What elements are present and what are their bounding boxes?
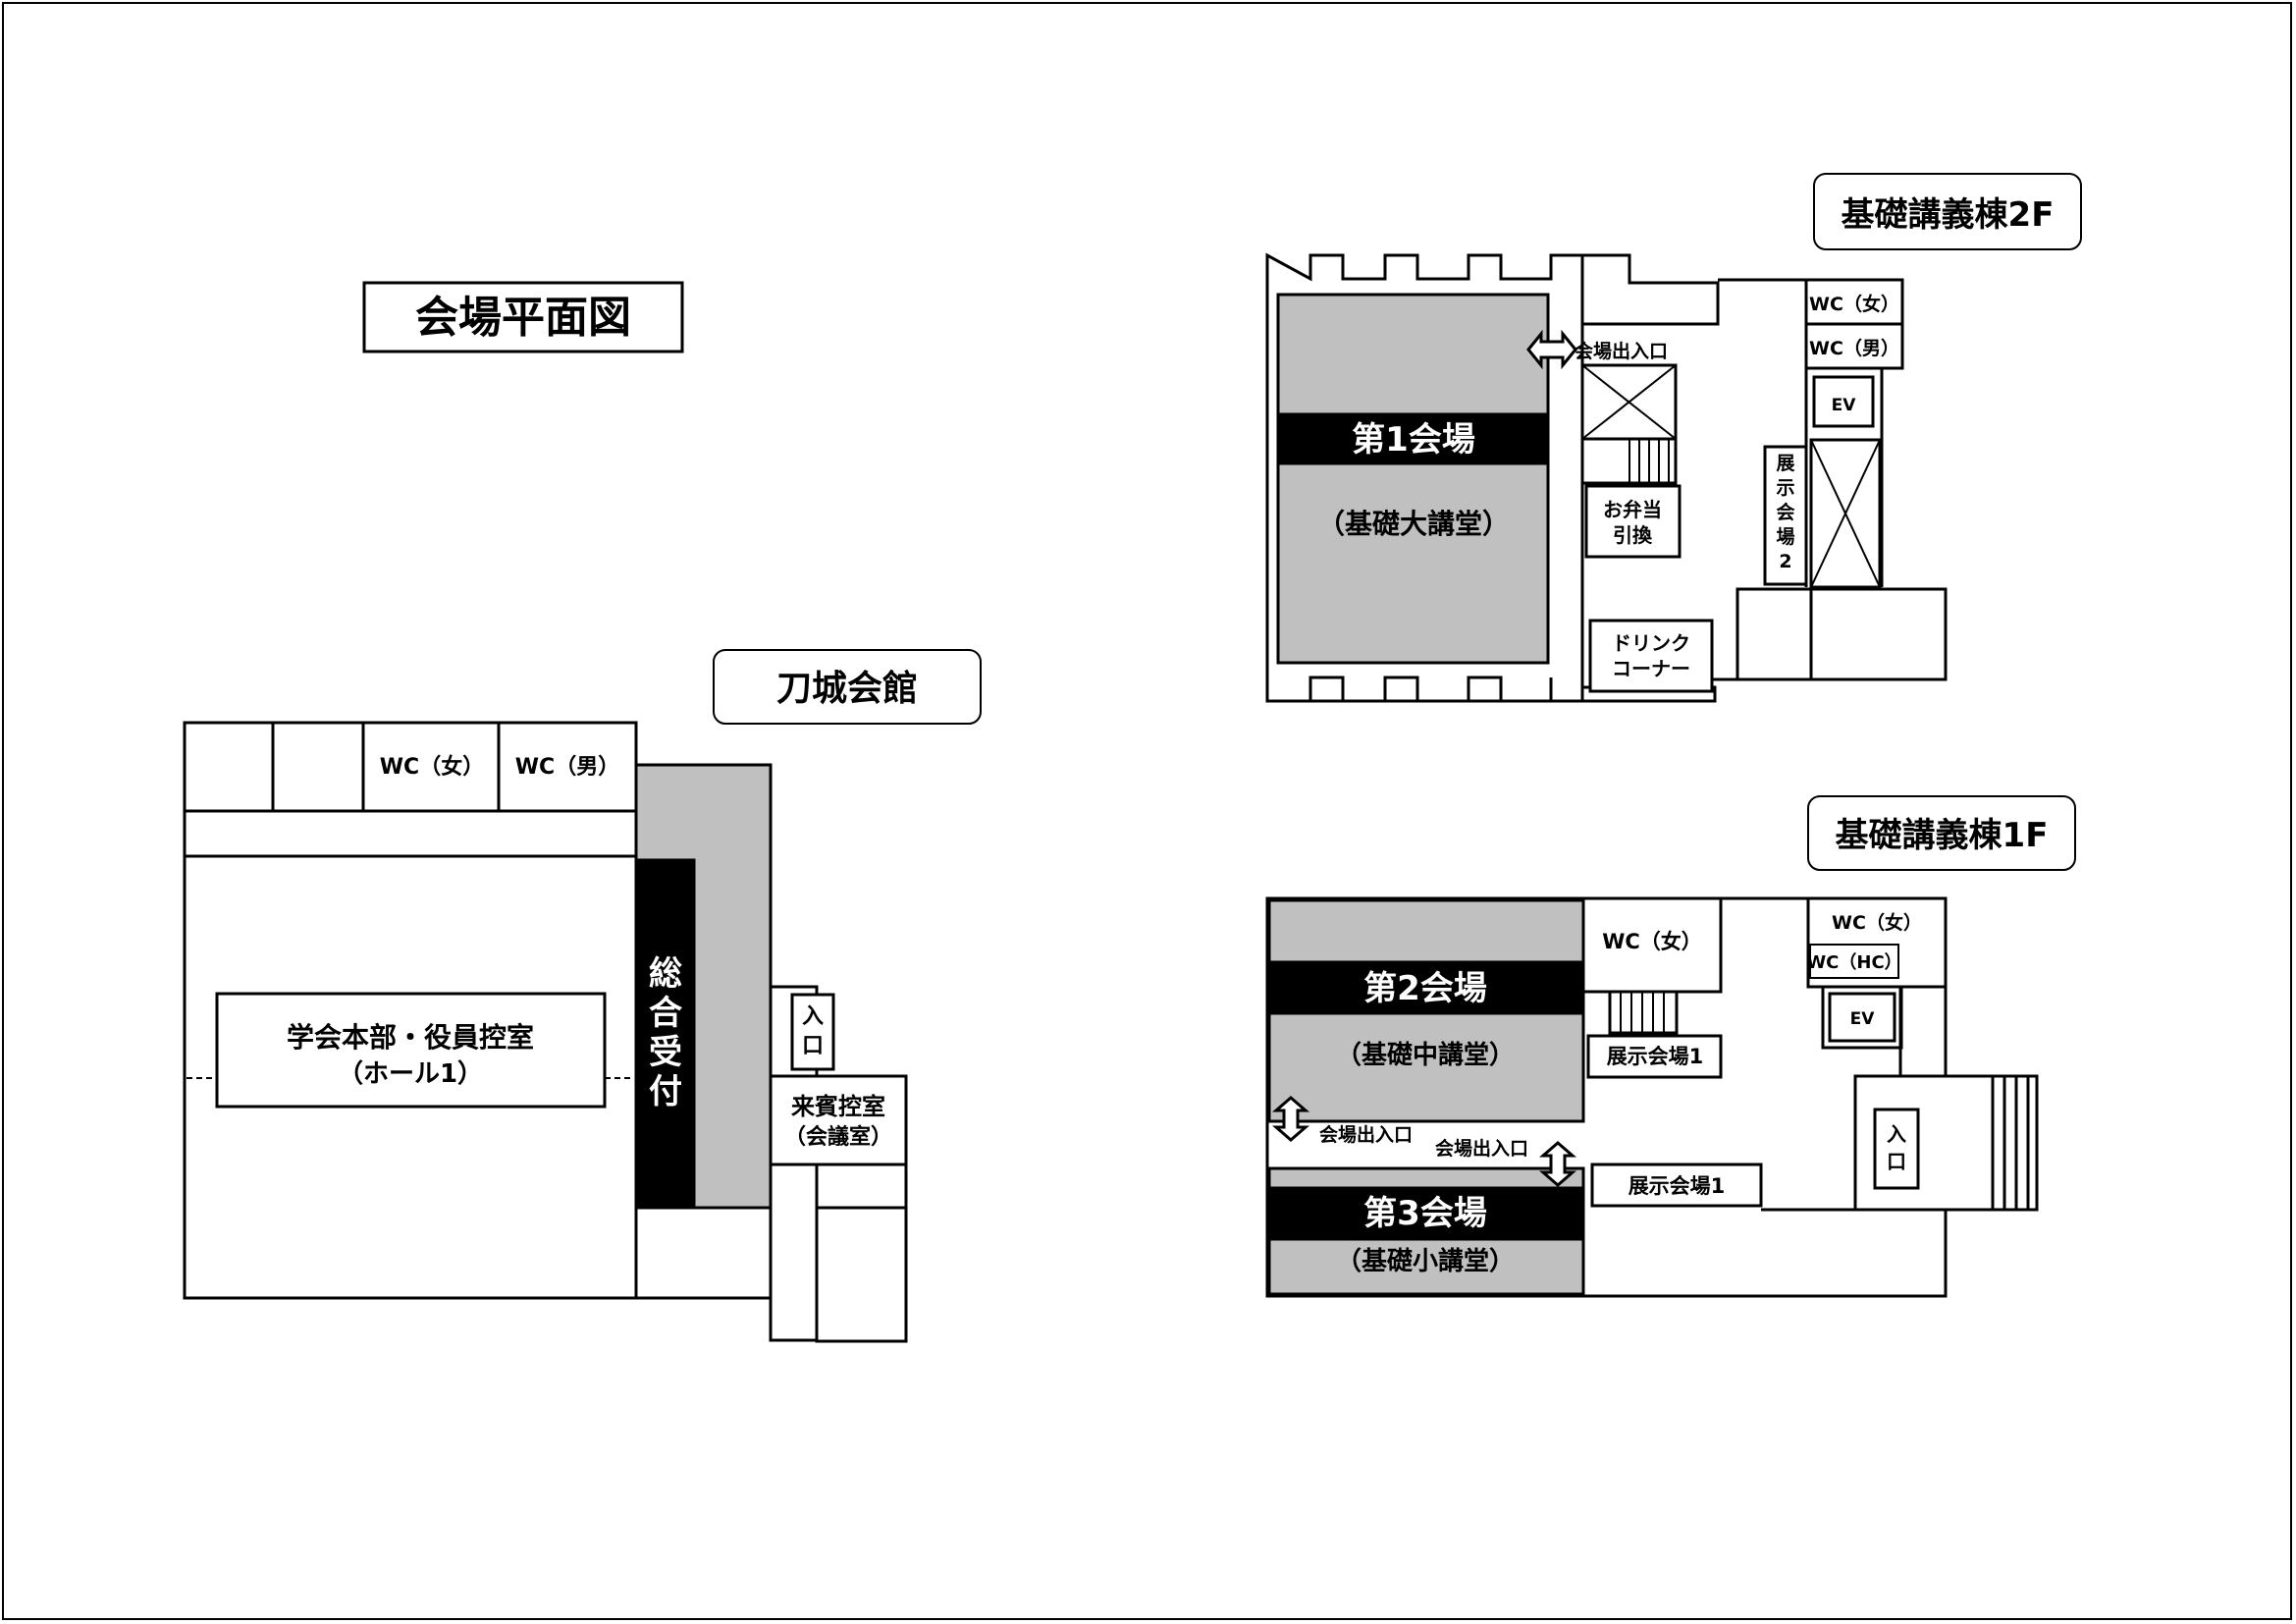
hall3-sub: （基礎小講堂） xyxy=(1336,1246,1515,1276)
hall3-door-arrow xyxy=(1538,1141,1577,1187)
exhibit2-char-2: 示 xyxy=(1776,477,1794,499)
floor2-name: 基礎講義棟2F xyxy=(1842,195,2055,235)
2f-wc-female: WC（女） xyxy=(1809,293,1899,315)
exhibit2-char-1: 展 xyxy=(1776,453,1794,474)
exhibit2-char-3: 会 xyxy=(1776,501,1794,523)
tojo-entrance xyxy=(790,993,835,1071)
tojo-guest-label: 来賓控室 xyxy=(791,1093,885,1120)
reception-char-2: 合 xyxy=(649,994,682,1033)
1f-stairs xyxy=(1608,990,1679,1035)
2f-ev-label: EV xyxy=(1832,396,1857,415)
hall2-label: 第2会場 xyxy=(1363,969,1487,1008)
floor-1f: 基礎講義棟1F 第2会場 （基礎中講堂） 第3会場 （基礎小講堂） 会場出入口 … xyxy=(1265,795,2076,1298)
1f-elevator xyxy=(1828,992,1896,1043)
hall2-door-label: 会場出入口 xyxy=(1319,1123,1413,1146)
tojo-top-rooms xyxy=(183,721,638,813)
hall1 xyxy=(1276,293,1550,665)
2f-elevator xyxy=(1812,375,1875,428)
tojo-guest-sub: （会議室） xyxy=(784,1124,892,1150)
floor2-name-box xyxy=(1813,173,2082,250)
hall2-band xyxy=(1267,960,1585,1015)
tojo-guest-room xyxy=(769,1074,908,1166)
hall2-sub: （基礎中講堂） xyxy=(1336,1040,1515,1070)
tojo-wc-male: WC（男） xyxy=(515,755,619,780)
exhibit2-char-5: 2 xyxy=(1779,551,1791,572)
floor1-name-box xyxy=(1807,795,2076,871)
1f-entrance-char-2: 口 xyxy=(1887,1150,1906,1173)
1f-wc-hc-label: WC（HC） xyxy=(1806,952,1901,973)
bento-line-2: 引換 xyxy=(1613,523,1653,547)
reception-char-3: 受 xyxy=(649,1033,682,1072)
exhibit2 xyxy=(1763,445,1808,586)
1f-right-stairs xyxy=(1991,1076,2030,1210)
tojo-headquarters-room xyxy=(215,992,607,1109)
1f-exhibit-a: 展示会場1 xyxy=(1607,1045,1704,1068)
floor1-name: 基礎講義棟1F xyxy=(1836,816,2049,855)
exhibit2-char-4: 場 xyxy=(1776,526,1794,548)
hall1-label: 第1会場 xyxy=(1352,420,1475,460)
hall1-door-arrow xyxy=(1526,329,1577,370)
1f-entrance-char-1: 入 xyxy=(1887,1122,1906,1146)
2f-stairs xyxy=(1580,437,1678,485)
1f-wc-female-a: WC（女） xyxy=(1602,930,1702,953)
tojo-name: 刀城会館 xyxy=(776,668,918,709)
tojo-kaikan: 刀城会館 WC（女） WC（男） 学会本部・役員控室 （ホール1） 総 合 受 … xyxy=(183,649,982,1343)
1f-wc-hc xyxy=(1809,944,1899,979)
bento-line-1: お弁当 xyxy=(1603,498,1662,521)
floor-2f: 基礎講義棟2F 第1会場 （基礎大講堂） 会場出入口 お弁当 xyxy=(1265,173,2082,703)
2f-wc-male: WC（男） xyxy=(1809,337,1899,359)
tojo-entrance-char-1: 入 xyxy=(802,1004,824,1029)
drink-line-1: ドリンク xyxy=(1612,631,1690,655)
1f-exhibit-b: 展示会場1 xyxy=(1629,1174,1726,1198)
tojo-entrance-char-2: 口 xyxy=(802,1034,824,1058)
1f-exhibit-lower xyxy=(1590,1163,1763,1208)
bento-counter xyxy=(1584,484,1682,559)
main-title-box: 会場平面図 xyxy=(362,281,684,353)
drink-corner xyxy=(1588,619,1714,693)
1f-wc-female-b: WC（女） xyxy=(1832,911,1922,934)
tojo-headquarters-label: 学会本部・役員控室 xyxy=(287,1021,534,1054)
1f-entrance xyxy=(1873,1108,1920,1190)
1f-ev-label: EV xyxy=(1850,1009,1876,1029)
hall2-door-arrow xyxy=(1271,1096,1310,1142)
1f-exhibit-upper xyxy=(1586,1034,1723,1079)
main-title: 会場平面図 xyxy=(415,293,631,343)
tojo-wc-female: WC（女） xyxy=(380,754,484,780)
tojo-headquarters-sub: （ホール1） xyxy=(338,1059,483,1089)
hall1-door-label: 会場出入口 xyxy=(1575,340,1668,362)
hall1-sub: （基礎大講堂） xyxy=(1317,508,1510,540)
tojo-name-box xyxy=(713,649,982,725)
reception-char-1: 総 xyxy=(649,954,682,994)
hall3-band xyxy=(1267,1186,1585,1241)
drink-line-2: コーナー xyxy=(1612,657,1690,680)
hall1-band xyxy=(1276,412,1550,465)
tojo-reception xyxy=(634,858,696,1210)
hall3-door-label: 会場出入口 xyxy=(1435,1137,1528,1160)
hall3-label: 第3会場 xyxy=(1363,1194,1487,1233)
reception-char-4: 付 xyxy=(649,1072,682,1111)
